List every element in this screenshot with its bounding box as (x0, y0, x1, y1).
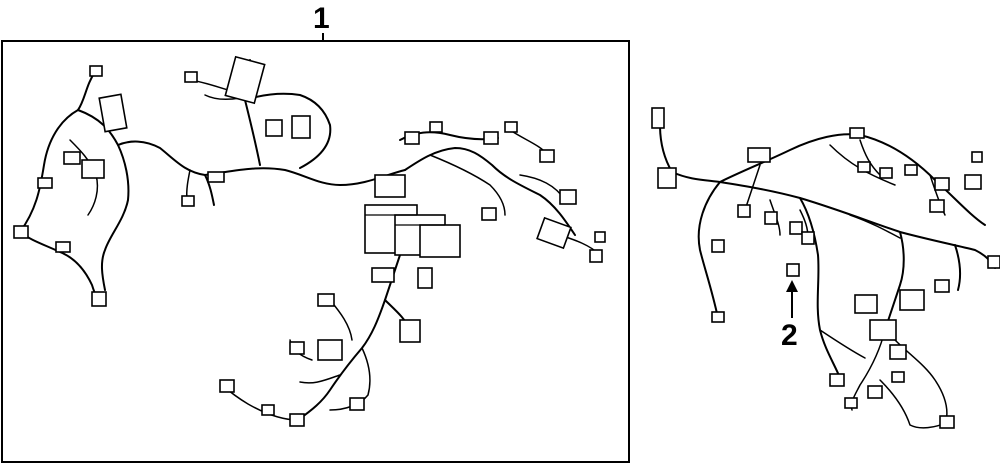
secondary-harness-connectors (651, 107, 1000, 429)
secondary-wiring-harness (659, 124, 996, 429)
callout-1-frame (1, 40, 630, 463)
callout-1-label: 1 (313, 2, 330, 35)
callout-2-label: 2 (781, 319, 798, 352)
callout-1: 1 (1, 2, 630, 463)
callout-2: 2 (781, 280, 798, 352)
callout-2-arrow-icon (786, 280, 798, 292)
main-harness-connectors (13, 55, 606, 427)
